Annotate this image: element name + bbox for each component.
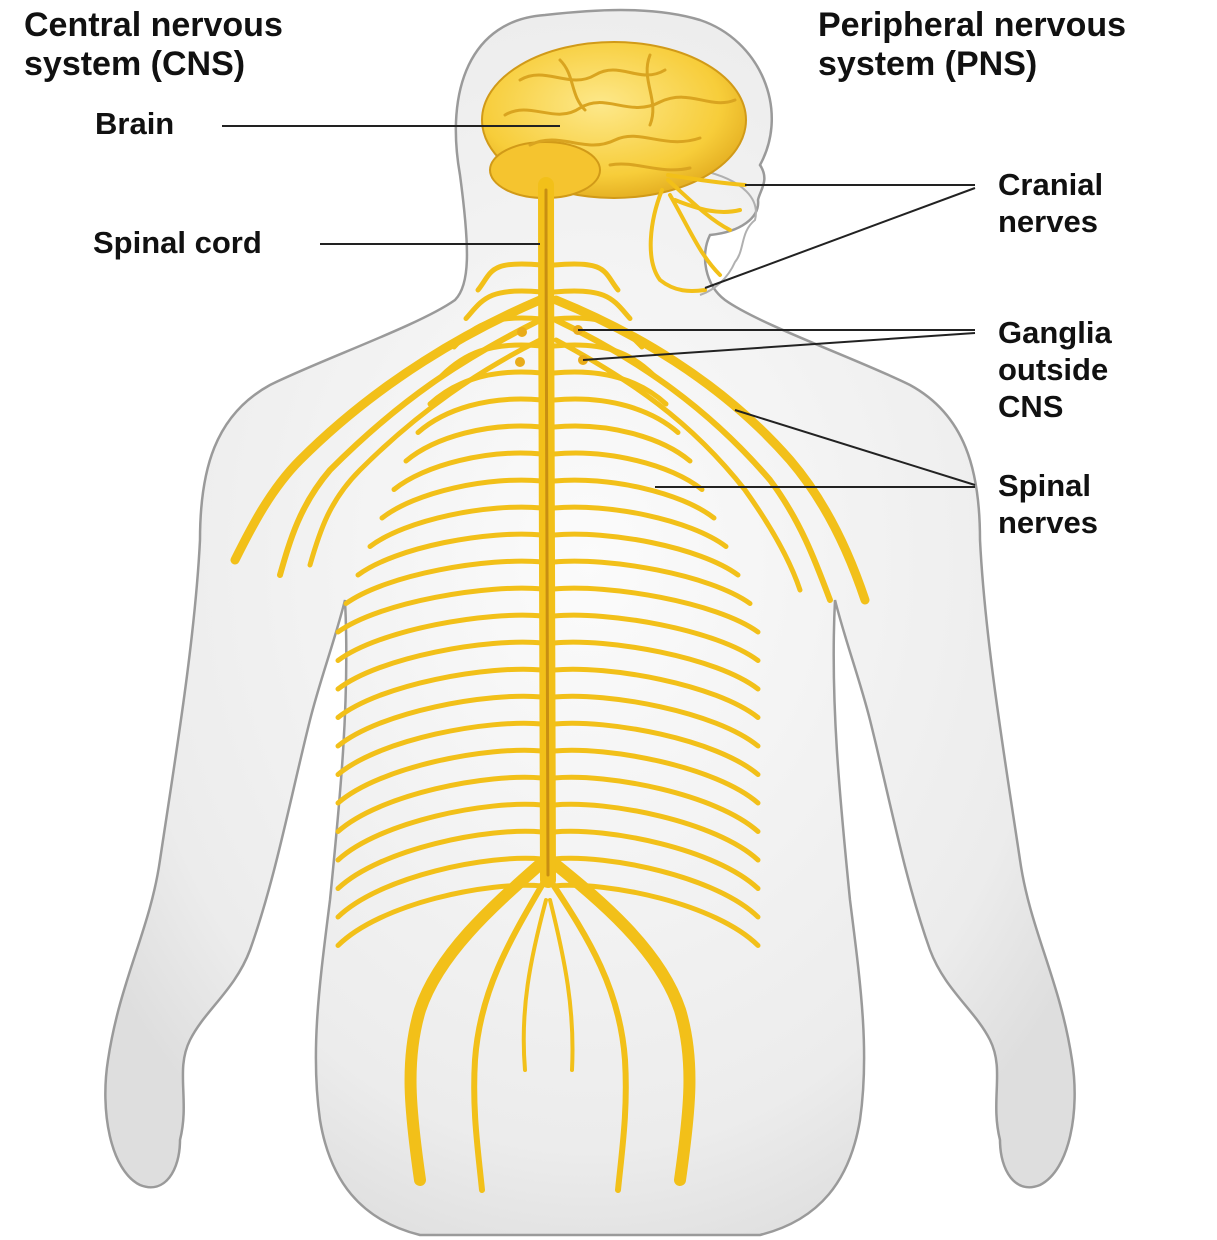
ganglia-label: Ganglia outside CNS [998, 314, 1112, 425]
pns-heading-line-2: system (PNS) [818, 45, 1126, 84]
ganglia-label-line-3: CNS [998, 388, 1112, 425]
ganglia-label-line-1: Ganglia [998, 314, 1112, 351]
spinal-nerves-label-line-2: nerves [998, 504, 1098, 541]
ganglia-label-line-2: outside [998, 351, 1112, 388]
cns-heading: Central nervous system (CNS) [24, 6, 283, 84]
spinal-cord-label: Spinal cord [93, 224, 262, 261]
cranial-nerves-label: Cranial nerves [998, 166, 1103, 240]
spinal-nerves-label-line-1: Spinal [998, 467, 1098, 504]
cranial-nerves-label-line-2: nerves [998, 203, 1103, 240]
spinal-nerves-label: Spinal nerves [998, 467, 1098, 541]
cns-heading-line-1: Central nervous [24, 6, 283, 45]
brain-label: Brain [95, 105, 174, 142]
cranial-nerves-label-line-1: Cranial [998, 166, 1103, 203]
pns-heading: Peripheral nervous system (PNS) [818, 6, 1126, 84]
cns-heading-line-2: system (CNS) [24, 45, 283, 84]
pns-heading-line-1: Peripheral nervous [818, 6, 1126, 45]
